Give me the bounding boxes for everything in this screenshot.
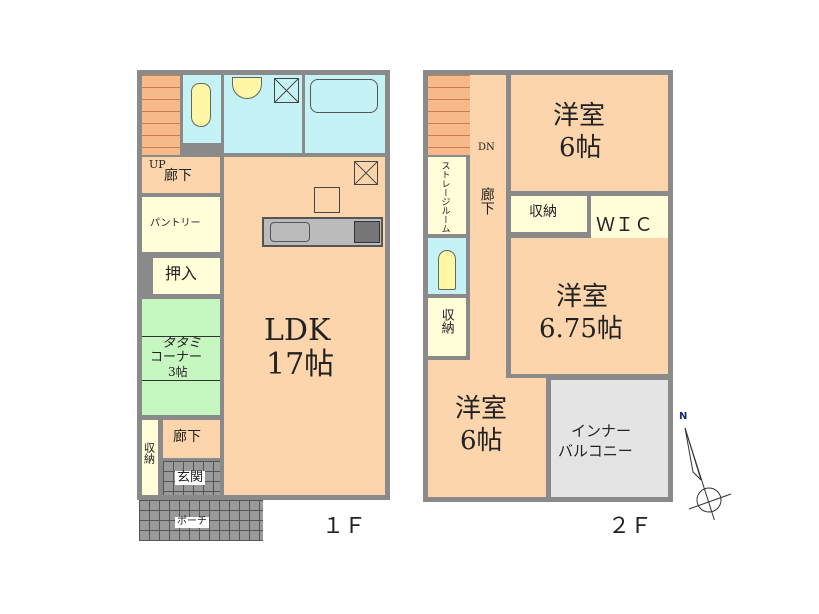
floor2-closet-top: 収納 <box>511 196 587 232</box>
closet-label: 押入 <box>165 264 198 283</box>
compass: N <box>675 410 735 520</box>
floor1-stairs <box>142 75 180 155</box>
floor2-bedroom-1: 洋室 6帖 <box>511 75 668 191</box>
north-label: N <box>679 411 688 422</box>
hall-label: 廊下 <box>478 187 495 215</box>
storage-label: 収納 <box>142 442 156 464</box>
vent-icon <box>274 78 299 103</box>
kitchen-counter <box>262 217 383 247</box>
pantry-label: パントリー <box>150 218 201 229</box>
floor1-label: １Ｆ <box>322 514 367 539</box>
kitchen-sink-icon <box>270 222 310 242</box>
bed1-label-2: 6帖 <box>559 133 602 163</box>
floor2-stairs <box>428 75 470 155</box>
bed1-label-1: 洋室 <box>553 101 606 131</box>
closet-left-label: 収納 <box>438 308 454 334</box>
compass-arrow-icon <box>684 427 732 520</box>
wic-label: ＷＩＣ <box>596 214 654 236</box>
floor2-inner-balcony: インナー バルコニー <box>551 380 668 497</box>
floor1-washroom <box>224 75 302 153</box>
stove-icon <box>354 221 380 243</box>
floor1-storage: 収納 <box>142 420 158 495</box>
floor1-pantry: パントリー <box>142 197 220 252</box>
floor1-bathroom <box>305 75 385 153</box>
floor1-ldk: LDK 17帖 <box>224 157 385 495</box>
floor2-bedroom-2: 洋室 6.75帖 <box>511 238 668 374</box>
bed3-label-1: 洋室 <box>455 394 508 424</box>
floor1-upper-hall: UP 廊下 <box>142 157 220 193</box>
balcony-label-2: バルコニー <box>558 442 633 460</box>
up-label: UP <box>149 158 166 171</box>
vent-icon <box>354 161 378 185</box>
floor2-toilet <box>428 238 466 294</box>
toilet-icon <box>191 83 211 127</box>
floor1-entrance: 玄関 <box>163 461 220 495</box>
balcony-label-1: インナー <box>571 422 632 440</box>
floor2-storage-room: ストレージルーム <box>428 157 466 234</box>
range-hood-icon <box>314 187 340 213</box>
bathtub-icon <box>310 79 378 113</box>
entrance-label: 玄関 <box>175 470 206 485</box>
ldk-label-2: 17帖 <box>266 347 335 382</box>
floor1-closet: 押入 <box>153 258 220 294</box>
floor2-closet-left: 収納 <box>428 298 466 356</box>
sink-icon <box>232 77 262 99</box>
floor1-tatami-corner: タタミ コーナー 3帖 <box>142 299 220 415</box>
tatami-label-2: コーナー <box>150 350 203 365</box>
bed2-label-1: 洋室 <box>556 282 609 312</box>
hall-top-label: 廊下 <box>164 168 192 184</box>
tatami-label-1: タタミ <box>162 336 202 351</box>
floor2-bedroom-3: 洋室 6帖 <box>428 360 546 497</box>
hall-bottom-label: 廊下 <box>173 429 201 445</box>
floor2-hall: DN 廊下 <box>470 75 506 375</box>
storage-room-label: ストレージルーム <box>439 161 450 233</box>
floor1-toilet <box>183 75 221 143</box>
closet-top-label: 収納 <box>529 204 557 220</box>
porch-label: ポーチ <box>175 516 209 528</box>
ldk-label-1: LDK <box>264 313 331 348</box>
bed3-label-2: 6帖 <box>460 426 503 456</box>
floor2-label: ２Ｆ <box>608 514 653 539</box>
tatami-label-3: 3帖 <box>168 365 188 379</box>
floor1-porch: ポーチ <box>139 500 263 541</box>
toilet-icon <box>438 250 456 290</box>
bed2-label-2: 6.75帖 <box>539 314 623 344</box>
floor1-lower-hall: 廊下 <box>163 420 220 458</box>
dn-label: DN <box>478 142 495 153</box>
